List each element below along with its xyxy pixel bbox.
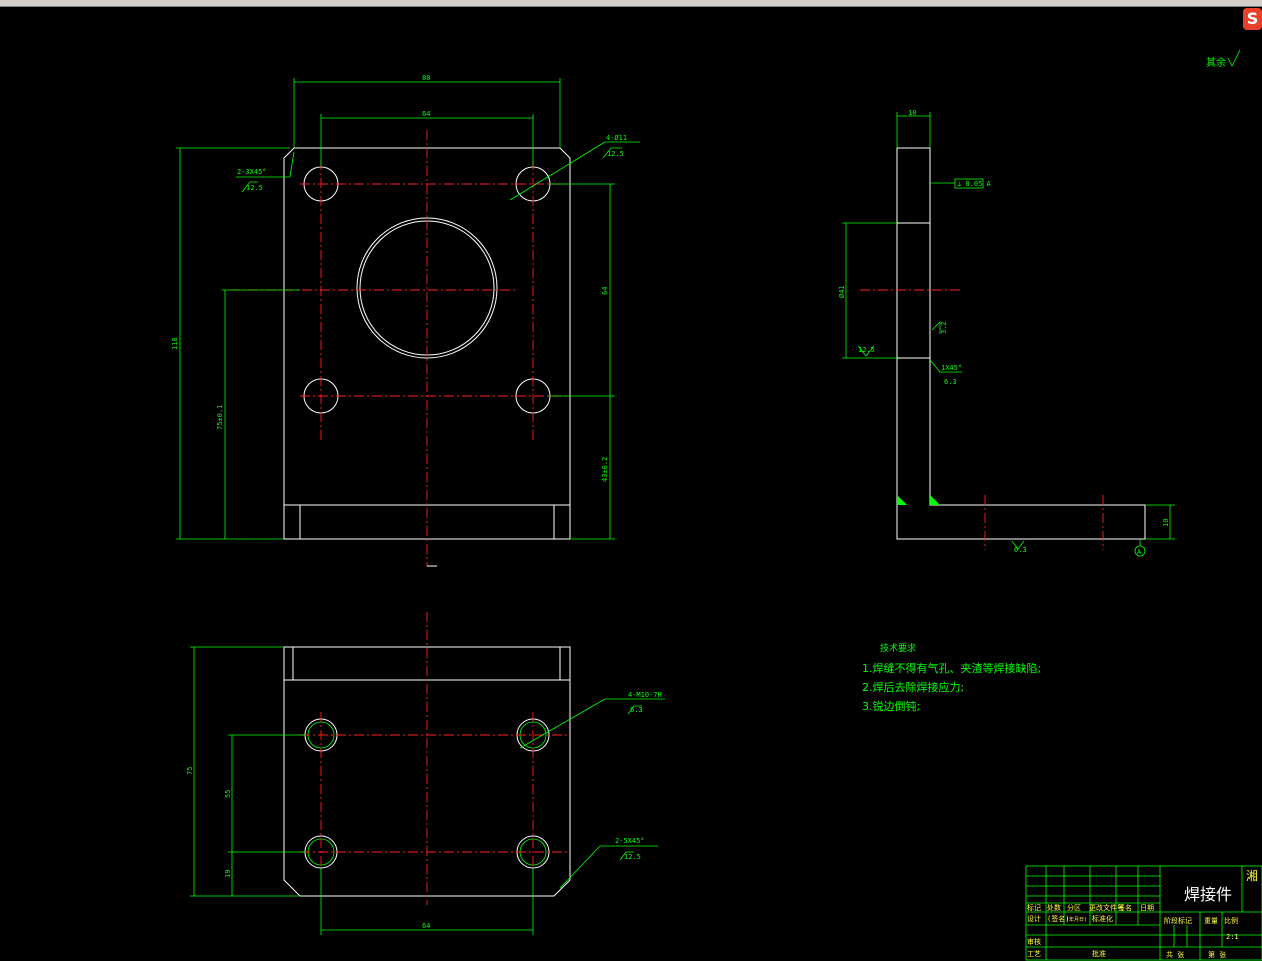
- tb-audit: 审核: [1027, 937, 1041, 946]
- tb-total-sheets: 共 张: [1166, 950, 1184, 959]
- thread-roughness: 6.3: [630, 706, 643, 714]
- side-char: 湘: [1246, 868, 1258, 883]
- tb-r2-3: 标准化: [1092, 914, 1113, 923]
- bore-roughness: 12.5: [858, 346, 875, 354]
- bottom-plate-outline: [283, 646, 571, 897]
- tb-sheet-no: 第 张: [1208, 950, 1226, 959]
- bottom-roughness: 6.3: [1014, 546, 1027, 554]
- dim-55: 55: [224, 790, 232, 798]
- side-view: 10 Ø41 12.5 3.2 1X45° 6.3 ⊥ 0.05 A 10 6.…: [838, 109, 1175, 557]
- tb-label-stage: 阶段标记: [1164, 916, 1192, 925]
- tb-r1-5: 日期: [1140, 904, 1154, 912]
- dim-75-bottom: 75: [186, 767, 194, 775]
- bottom-chamfer-note: 2-5X45°: [615, 837, 645, 845]
- bottom-chamfer-roughness: 12.5: [624, 853, 641, 861]
- dim-10-top: 10: [908, 109, 916, 117]
- tb-approve: 批准: [1092, 949, 1106, 958]
- tb-r1-1: 处数: [1047, 903, 1061, 912]
- datum-a: A: [1137, 548, 1142, 556]
- surface-note: 其余: [1206, 56, 1226, 69]
- tech-item-3: 3.锐边倒钝;: [862, 699, 920, 713]
- side-chamfer-roughness: 6.3: [944, 378, 957, 386]
- title-block: 焊接件 湘 标记 处数 分区 更改文件号 签名 日期 设计 (签名) (年月日)…: [1025, 865, 1262, 961]
- dim-64-top: 64: [422, 110, 430, 118]
- hole-roughness: 12.5: [607, 150, 624, 158]
- tb-r1-3: 更改文件号: [1089, 903, 1124, 912]
- tb-process: 工艺: [1027, 950, 1041, 958]
- tb-label-weight: 重量: [1204, 917, 1218, 925]
- hole-note: 4-Ø11: [606, 134, 627, 142]
- tb-label-scale: 比例: [1224, 916, 1238, 925]
- dim-80: 80: [422, 74, 430, 82]
- side-chamfer-note: 1X45°: [941, 364, 962, 372]
- tb-scale: 2:1: [1226, 933, 1239, 941]
- window-top-bar: [0, 0, 1262, 7]
- chamfer-roughness-front: 12.5: [246, 184, 263, 192]
- inner-roughness: 3.2: [940, 321, 948, 334]
- tech-requirements: 技术要求 1.焊缝不得有气孔、夹渣等焊接缺陷; 2.焊后去除焊接应力; 3.锐边…: [862, 642, 1041, 713]
- tb-r1-4: 签名: [1118, 903, 1132, 912]
- roughness-symbol-icon: [1227, 49, 1241, 67]
- tb-r2-2: (年月日): [1066, 916, 1087, 923]
- tech-title: 技术要求: [880, 642, 916, 654]
- bore-circle: [356, 217, 498, 359]
- tb-r1-0: 标记: [1027, 903, 1041, 912]
- dim-75: 75±0.1: [216, 405, 224, 430]
- part-name: 焊接件: [1184, 885, 1232, 904]
- tolerance-frame: ⊥ 0.05 A: [957, 180, 992, 188]
- dim-19: 19: [224, 870, 232, 878]
- tech-item-1: 1.焊缝不得有气孔、夹渣等焊接缺陷;: [862, 661, 1041, 675]
- chamfer-note-front: 2-3X45°: [237, 168, 267, 176]
- tb-r1-2: 分区: [1067, 903, 1081, 912]
- dim-43: 43±0.2: [601, 457, 609, 482]
- tech-item-2: 2.焊后去除焊接应力;: [862, 680, 964, 694]
- tb-r2-1: (签名): [1047, 914, 1069, 923]
- tb-r2-0: 设计: [1027, 914, 1041, 923]
- dim-10-bottom: 10: [1162, 519, 1170, 527]
- app-logo-icon[interactable]: S: [1243, 8, 1262, 30]
- bottom-view: 75 55 19 64 4-M10-7H 6.3 2-5X45° 12.5: [186, 612, 665, 935]
- front-view: 80 64 118 75±0.1 64 43±0.2 2-3X45° 12.5 …: [171, 74, 640, 567]
- dim-64-bottom: 64: [422, 922, 430, 930]
- dim-64-right: 64: [601, 287, 609, 295]
- thread-note: 4-M10-7H: [628, 691, 662, 699]
- dim-118: 118: [171, 337, 179, 350]
- dim-41: Ø41: [838, 285, 846, 298]
